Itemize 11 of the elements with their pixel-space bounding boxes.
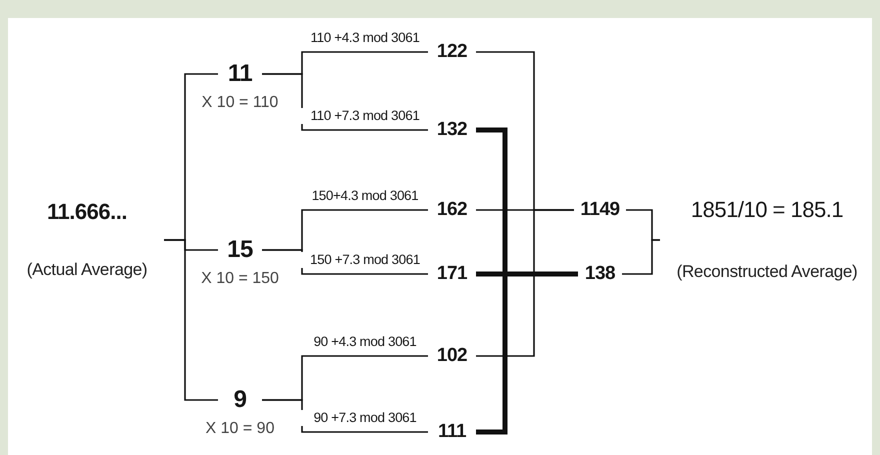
- multiplication-note: X 10 = 110: [202, 94, 278, 112]
- multiplication-note: X 10 = 150: [201, 270, 279, 288]
- connector-line: [164, 239, 218, 401]
- connector-line: [262, 249, 428, 275]
- connector-line: [476, 209, 574, 357]
- average-caption: (Actual Average): [26, 261, 148, 280]
- connector-line: [262, 399, 428, 433]
- connector-line: [622, 239, 660, 275]
- connector-line: [262, 73, 428, 131]
- multiplication-note: X 10 = 90: [206, 420, 274, 438]
- average-caption: (Reconstructed Average): [676, 263, 858, 282]
